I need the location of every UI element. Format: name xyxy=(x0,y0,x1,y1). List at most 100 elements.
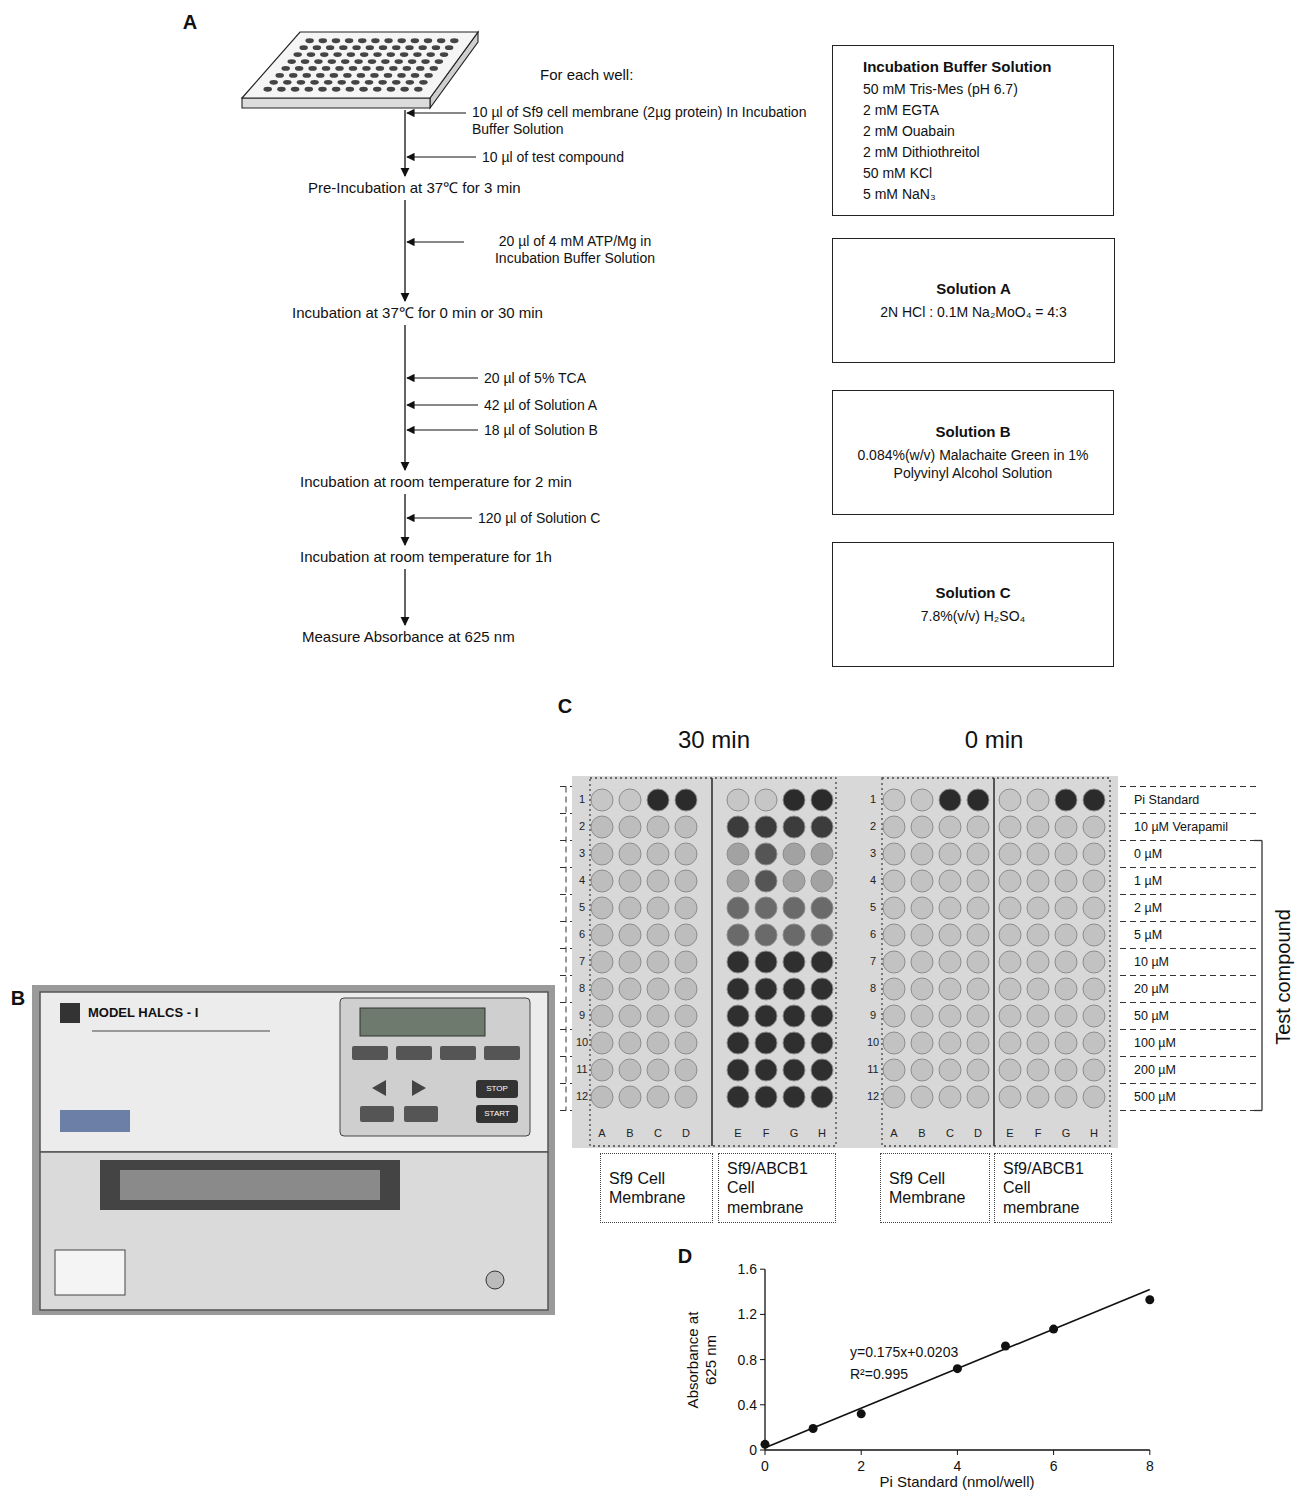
assay-plate-photo xyxy=(560,776,1262,1148)
box-text: Sf9 Cell Membrane xyxy=(889,1169,981,1207)
assay-well xyxy=(675,789,697,811)
dotted-group-frame xyxy=(590,778,836,1146)
assay-well xyxy=(1027,843,1049,865)
assay-well xyxy=(939,816,961,838)
incubation-step: Incubation at room temperature for 1h xyxy=(300,548,552,566)
addition-arrow xyxy=(407,404,478,405)
keypad-button xyxy=(440,1046,476,1060)
plate-well xyxy=(324,80,332,85)
assay-well xyxy=(591,1059,613,1081)
reagent-addition: 10 µl of Sf9 cell membrane (2µg protein)… xyxy=(472,104,812,138)
x-tick xyxy=(1053,1450,1054,1455)
column-letter: E xyxy=(1006,1127,1013,1140)
plate-well xyxy=(360,52,368,57)
assay-well xyxy=(1027,897,1049,919)
plate-well xyxy=(357,73,365,78)
row-number: 9 xyxy=(870,1009,876,1022)
assay-well xyxy=(647,1086,669,1108)
data-point xyxy=(761,1440,770,1449)
row-number: 12 xyxy=(576,1090,588,1103)
assay-well xyxy=(939,978,961,1000)
plate-well xyxy=(305,87,313,92)
membrane-label-box: Sf9/ABCB1 Cell membrane xyxy=(994,1153,1112,1223)
assay-well xyxy=(1083,1059,1105,1081)
group-divider xyxy=(993,778,995,1146)
protocol-heading: For each well: xyxy=(540,66,633,84)
assay-well xyxy=(1027,1086,1049,1108)
row-guide xyxy=(1120,1002,1256,1003)
y-tick xyxy=(760,1314,765,1315)
assay-well xyxy=(619,951,641,973)
column-letter: C xyxy=(946,1127,954,1140)
addition-arrow xyxy=(407,377,478,378)
plate-well xyxy=(424,38,432,43)
keypad-button xyxy=(352,1046,388,1060)
button-label: START xyxy=(484,1109,509,1119)
x-tick-label: 2 xyxy=(857,1458,865,1475)
plate-well xyxy=(376,66,384,71)
row-tick xyxy=(560,1110,572,1111)
assay-well xyxy=(999,1005,1021,1027)
plate-well xyxy=(307,52,315,57)
x-axis-title: Pi Standard (nmol/well) xyxy=(879,1473,1034,1491)
panel-letter: C xyxy=(558,694,572,718)
assay-well xyxy=(911,978,933,1000)
assay-well xyxy=(619,1086,641,1108)
x-tick xyxy=(1149,1450,1150,1455)
plate-well xyxy=(314,59,322,64)
row-condition: 0 µM xyxy=(1134,847,1162,862)
assay-well xyxy=(783,1086,805,1108)
assay-well xyxy=(939,1005,961,1027)
y-tick-label: 1.6 xyxy=(738,1261,757,1278)
y-tick-label: 0.4 xyxy=(738,1396,757,1413)
assay-well xyxy=(811,1005,833,1027)
assay-well xyxy=(727,978,749,1000)
assay-well xyxy=(811,789,833,811)
assay-well xyxy=(999,924,1021,946)
plate-well xyxy=(389,66,397,71)
box-text: 50 mM Tris-Mes (pH 6.7) xyxy=(863,79,1099,100)
assay-well xyxy=(939,897,961,919)
plate-well xyxy=(303,73,311,78)
plate-well xyxy=(320,52,328,57)
plate-well xyxy=(299,45,307,50)
row-condition: 10 µM xyxy=(1134,955,1169,970)
assay-well xyxy=(591,1086,613,1108)
column-letter: D xyxy=(682,1127,690,1140)
plate-well xyxy=(291,87,299,92)
box-text: 7.8%(v/v) H₂SO₄ xyxy=(921,607,1026,625)
dotted-group-frame xyxy=(882,778,1110,1146)
plate-slot xyxy=(100,1160,400,1210)
assay-well xyxy=(591,816,613,838)
plate-well xyxy=(384,38,392,43)
assay-well xyxy=(999,789,1021,811)
assay-well xyxy=(647,1032,669,1054)
assay-well xyxy=(811,978,833,1000)
box-text: 0.084%(w/v) Malachaite Green in 1% Polyv… xyxy=(849,446,1097,482)
plate-well xyxy=(384,73,392,78)
assay-well xyxy=(1027,1032,1049,1054)
plate-well xyxy=(322,66,330,71)
assay-well xyxy=(675,951,697,973)
assay-well xyxy=(619,1032,641,1054)
plate-well xyxy=(365,80,373,85)
row-number: 2 xyxy=(870,820,876,833)
plate-well xyxy=(373,87,381,92)
plate-well xyxy=(289,73,297,78)
assay-well xyxy=(811,924,833,946)
regression-line xyxy=(765,1290,1150,1448)
assay-well xyxy=(1055,1005,1077,1027)
plate-well xyxy=(397,73,405,78)
solution-box: Solution B 0.084%(w/v) Malachaite Green i… xyxy=(832,390,1114,515)
assay-well xyxy=(939,843,961,865)
x-tick-label: 8 xyxy=(1146,1458,1154,1475)
assay-well xyxy=(647,816,669,838)
assay-well xyxy=(999,816,1021,838)
assay-well xyxy=(619,816,641,838)
box-heading: Solution B xyxy=(936,423,1011,440)
assay-well xyxy=(647,870,669,892)
y-tick-label: 0 xyxy=(749,1442,757,1459)
assay-well xyxy=(911,816,933,838)
assay-well xyxy=(619,789,641,811)
assay-well xyxy=(883,816,905,838)
